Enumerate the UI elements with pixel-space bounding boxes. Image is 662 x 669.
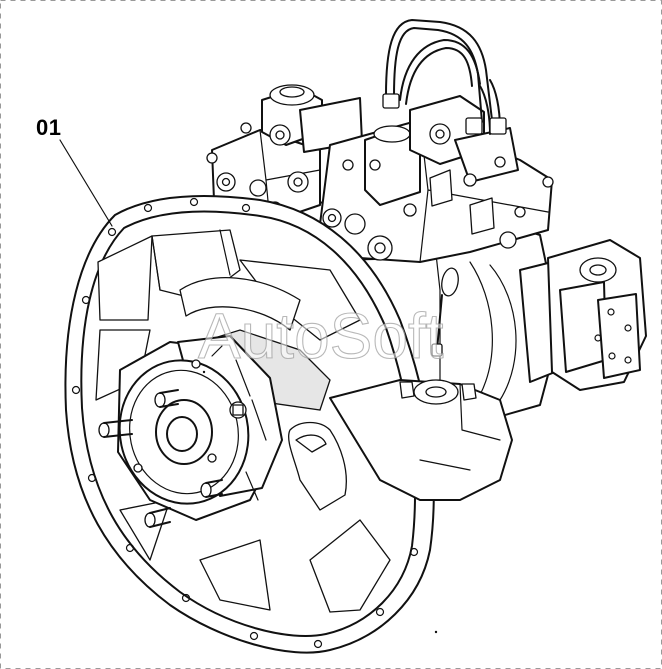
stray-mark — [434, 630, 438, 634]
stray-mark — [202, 370, 206, 374]
lower-pump-case — [329, 379, 513, 501]
regulator-valve-right — [317, 95, 554, 263]
pilot-hoses — [382, 19, 507, 135]
outlet-port-block — [519, 239, 647, 391]
watermark-text: AutoSoft — [198, 300, 444, 372]
flange-bolt-holes — [71, 197, 419, 649]
callout-leader-line — [59, 139, 113, 227]
drive-coupling — [98, 335, 283, 528]
part-callout-label: 01 — [36, 115, 62, 140]
coupling-bolts — [98, 359, 247, 528]
oil-level-gauge — [431, 267, 459, 357]
